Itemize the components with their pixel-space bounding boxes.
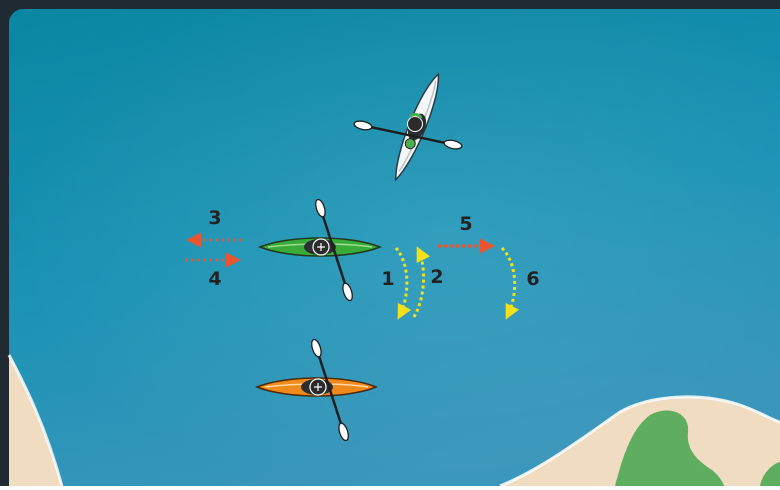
label-2: 2	[425, 266, 449, 288]
label-5: 5	[454, 213, 478, 235]
label-4: 4	[203, 268, 227, 290]
label-3: 3	[203, 207, 227, 229]
label-6: 6	[521, 268, 545, 290]
label-1: 1	[376, 268, 400, 290]
paddler-icon	[408, 117, 423, 132]
